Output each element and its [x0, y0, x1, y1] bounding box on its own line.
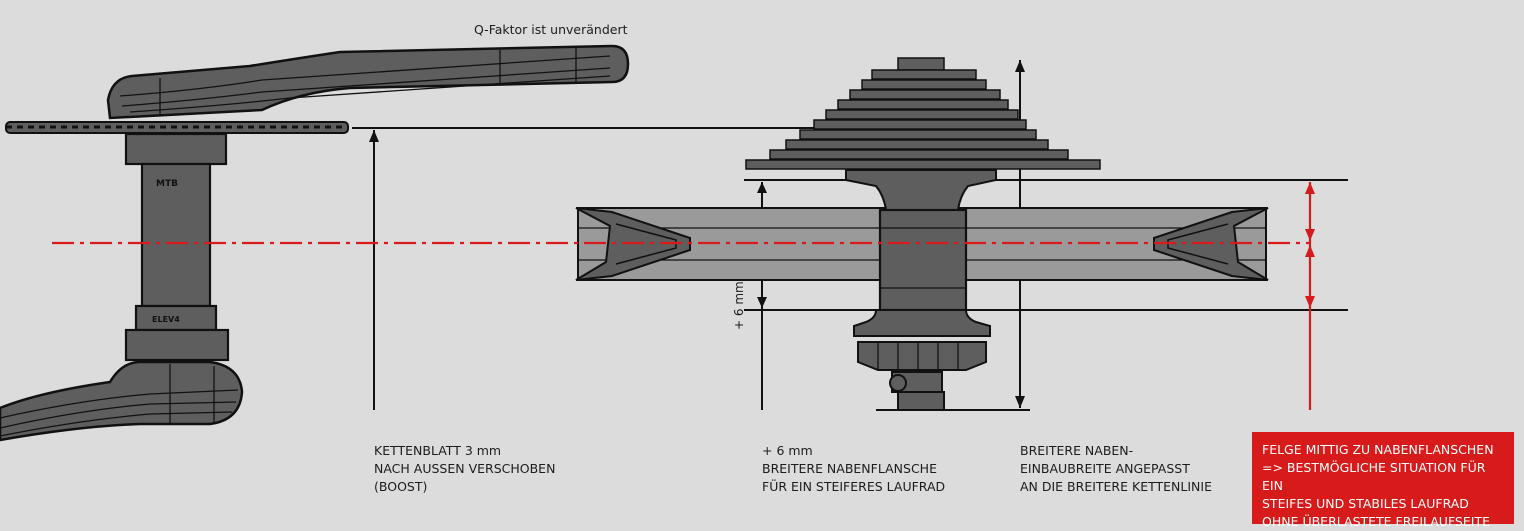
hub-and-cassette: [745, 57, 1101, 411]
flange-caption: + 6 mm BREITERE NABENFLANSCHE FÜR EIN ST…: [762, 443, 946, 494]
q-factor-label: Q-Faktor ist unverändert: [474, 22, 628, 37]
dimension-6mm-label: + 6 mm: [732, 281, 746, 330]
axle-nut: [857, 341, 987, 371]
hub-width-caption: BREITERE NABEN- EINBAUBREITE ANGEPASST A…: [1020, 443, 1212, 494]
crankset: MTB ELEV4: [0, 44, 630, 442]
chainring-caption: KETTENBLATT 3 mm NACH AUSSEN VERSCHOBEN …: [374, 443, 556, 494]
bb-mark-top: MTB: [156, 179, 178, 189]
upper-crank-arm: [106, 44, 630, 120]
hub-body: [878, 208, 968, 312]
lower-crank-arm: [0, 360, 244, 442]
rim-centered-text: FELGE MITTIG ZU NABENFLANSCHEN => BESTMÖ…: [1262, 442, 1494, 529]
rim-centered-highlight: FELGE MITTIG ZU NABENFLANSCHEN => BESTMÖ…: [1252, 432, 1514, 529]
cassette: [745, 57, 1101, 170]
bb-mark-bottom: ELEV4: [152, 315, 180, 324]
